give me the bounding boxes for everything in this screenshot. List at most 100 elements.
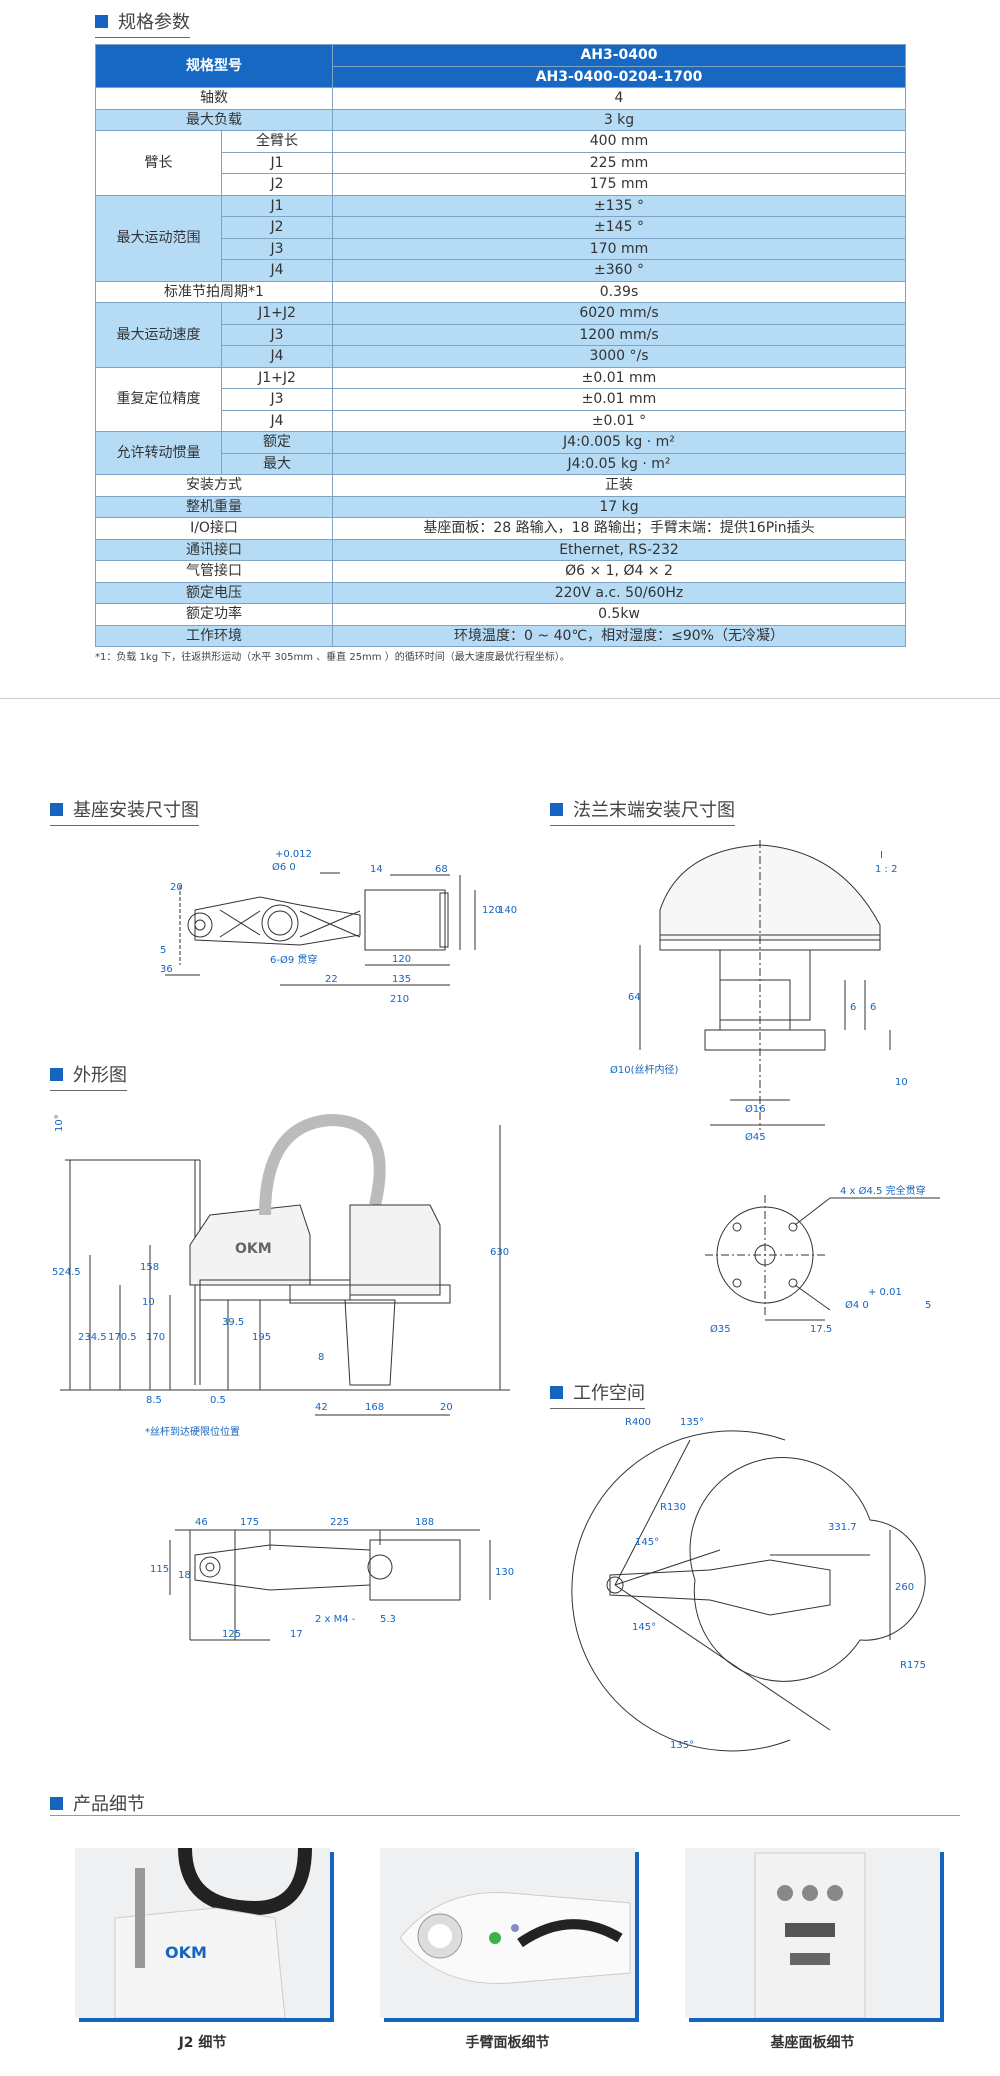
- section-marker-icon: [50, 1067, 63, 1081]
- row-value: 正装: [332, 474, 906, 497]
- dim-label: 210: [390, 994, 409, 1005]
- row-key: J2: [221, 173, 333, 196]
- dim-label: 20: [170, 882, 183, 893]
- table-row: J4 ±360 °: [96, 259, 906, 282]
- dim-label: 22: [325, 974, 338, 985]
- row-label: 标准节拍周期*1: [95, 280, 333, 303]
- dim-label: 46: [195, 1517, 208, 1528]
- row-label: 安装方式: [95, 474, 333, 497]
- section-title-spec: 规格参数: [95, 8, 190, 38]
- row-key: J2: [221, 216, 333, 239]
- dim-label: R130: [660, 1502, 686, 1513]
- dim-label: 168: [365, 1402, 384, 1413]
- workspace-drawing: R400 135° R130 331.7 145° 145° 260 R175 …: [570, 1410, 950, 1770]
- row-value: 17 kg: [332, 495, 906, 518]
- section-title-flange-mount: 法兰末端安装尺寸图: [550, 796, 735, 826]
- table-row: J3 1200 mm/s: [96, 323, 906, 346]
- brand-logo: OKM: [235, 1241, 272, 1257]
- dim-label: Ø35: [710, 1323, 731, 1335]
- base-panel-detail-image: [754, 1852, 866, 2019]
- row-label: 轴数: [95, 87, 333, 110]
- row-value: 环境温度：0 ~ 40℃，相对湿度：≤90%（无冷凝）: [332, 624, 906, 647]
- dim-label: 10: [142, 1297, 155, 1308]
- dim-label: R175: [900, 1660, 926, 1671]
- dim-label: 234.5: [78, 1332, 107, 1343]
- dim-label: 10: [895, 1077, 908, 1088]
- row-value: ±0.01 °: [332, 409, 906, 432]
- table-row: 允许转动惯量 额定 J4:0.005 kg · m²: [95, 431, 906, 475]
- dim-label: 42: [315, 1402, 328, 1413]
- dim-label: 120: [392, 954, 411, 965]
- flange-mount-drawing: I 1 : 2 64 6 6 10 Ø10(丝杆内径) Ø16 Ø45: [600, 840, 950, 1180]
- dim-label: 130: [495, 1567, 514, 1578]
- dim-label: 8.5: [146, 1395, 162, 1406]
- dim-label: 524.5: [52, 1267, 81, 1278]
- dim-label: Ø6 0: [272, 861, 296, 873]
- row-value: 基座面板：28 路输入，18 路输出；手臂末端：提供16Pin插头: [332, 517, 906, 540]
- row-label: 通讯接口: [95, 538, 333, 561]
- detail-caption-j2: J2 细节: [178, 2035, 227, 2051]
- dim-label: 140: [498, 905, 517, 916]
- dim-label: 135: [392, 974, 411, 985]
- row-value: Ethernet, RS-232: [332, 538, 906, 561]
- model-2: AH3-0400-0204-1700: [332, 65, 906, 88]
- dim-label: 5: [160, 945, 166, 956]
- dim-label: 175: [240, 1517, 259, 1528]
- detail-card-j2: OKM: [75, 1847, 334, 2022]
- detail-card-arm-panel: [380, 1848, 639, 2022]
- table-row: 工作环境环境温度：0 ~ 40℃，相对湿度：≤90%（无冷凝）: [95, 624, 906, 647]
- section-title-base-mount: 基座安装尺寸图: [50, 796, 199, 826]
- table-row: 最大运动范围 J1 ±135 °: [95, 194, 906, 282]
- flange-bottom-drawing: 4 x Ø4.5 完全贯穿 + 0.01 Ø4 0 5 Ø35 17.5: [690, 1180, 950, 1340]
- row-value: 225 mm: [332, 151, 906, 174]
- row-label: I/O接口: [95, 517, 333, 540]
- row-key: J1: [221, 151, 333, 174]
- dim-label: 630: [490, 1247, 509, 1258]
- table-row: 轴数 4: [95, 87, 906, 110]
- dim-label: 331.7: [828, 1522, 857, 1533]
- footnote: *1：负载 1kg 下，往返拱形运动（水平 305mm 、垂直 25mm ）的循…: [95, 652, 570, 663]
- section-marker-icon: [50, 802, 63, 816]
- row-value: 3 kg: [332, 108, 906, 131]
- row-value: 6020 mm/s: [332, 302, 906, 325]
- outline-side-drawing: 10° 524.5 630 158 10 234.5 170.5 170 39.…: [50, 1105, 520, 1450]
- row-label: 最大负载: [95, 108, 333, 131]
- dim-label: 0.5: [210, 1395, 226, 1406]
- dim-label: +0.012: [275, 849, 312, 860]
- row-key: 全臂长: [221, 130, 333, 153]
- model-1: AH3-0400: [332, 44, 906, 67]
- dim-label: 135°: [670, 1740, 694, 1751]
- dim-label: 6: [850, 1002, 856, 1013]
- brand-logo: OKM: [165, 1943, 207, 1962]
- dim-label: + 0.01: [868, 1287, 902, 1298]
- dim-label: 170: [146, 1332, 165, 1343]
- group-label: 重复定位精度: [95, 366, 222, 432]
- table-row: 标准节拍周期*1 0.39s: [95, 280, 906, 303]
- row-value: 170 mm: [332, 237, 906, 260]
- dim-label: 68: [435, 864, 448, 875]
- row-key: J4: [221, 409, 333, 432]
- row-key: J3: [221, 388, 333, 411]
- detail-card-base-panel: [685, 1848, 944, 2022]
- row-value: Ø6 × 1, Ø4 × 2: [332, 560, 906, 583]
- row-value: 4: [332, 87, 906, 110]
- header-label: 规格型号: [95, 44, 333, 88]
- dim-label: 188: [415, 1517, 434, 1528]
- divider: [0, 698, 1000, 699]
- arm-panel-detail-image: [399, 1892, 631, 1984]
- table-row: J4 ±0.01 °: [96, 409, 906, 432]
- dim-label: 195: [252, 1332, 271, 1343]
- row-key: 额定: [221, 431, 333, 454]
- row-key: J1+J2: [221, 366, 333, 389]
- table-row: AH3-0400-0204-1700: [96, 65, 906, 88]
- dim-label: R400: [625, 1417, 651, 1428]
- row-key: J4: [221, 345, 333, 368]
- row-value: ±135 °: [332, 194, 906, 217]
- group-label: 最大运动速度: [95, 302, 222, 368]
- dim-label: 6: [870, 1002, 876, 1013]
- table-row: J1 225 mm: [96, 151, 906, 174]
